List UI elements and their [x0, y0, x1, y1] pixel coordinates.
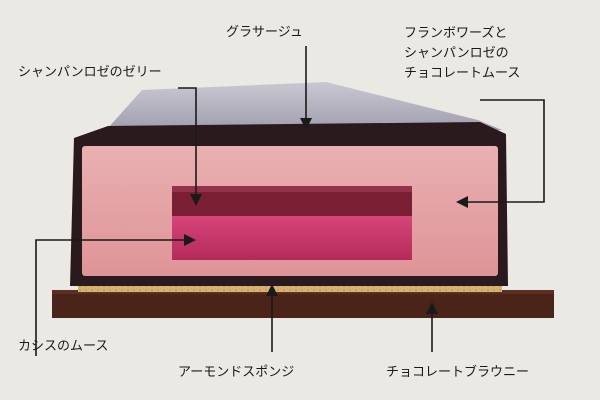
- cassis-mousse-layer: [172, 216, 412, 260]
- label-almond-sponge: アーモンドスポンジ: [178, 365, 295, 380]
- label-champagne-jelly: シャンパンロゼのゼリー: [18, 65, 162, 80]
- leader-arrowheads: [184, 118, 468, 314]
- chocolate-brownie-layer: [52, 290, 554, 318]
- label-framboise-mousse: フランボワーズと シャンパンロゼの チョコレートムース: [404, 26, 521, 81]
- label-glacage: グラサージュ: [226, 25, 303, 40]
- label-brownie: チョコレートブラウニー: [386, 365, 530, 380]
- label-cassis-mousse: カシスのムース: [18, 339, 109, 354]
- leader-lines: [35, 46, 545, 356]
